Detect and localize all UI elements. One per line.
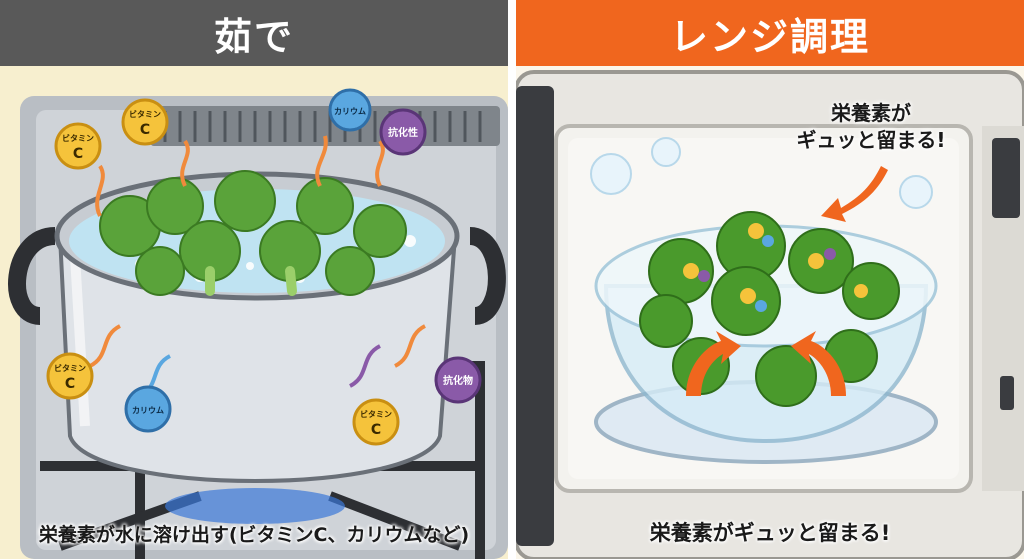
pot-handle-right (468, 227, 506, 325)
vitamin-c-badge: ビタミン C (121, 98, 169, 146)
trapped-nutrients (683, 223, 868, 312)
boiling-illustration: ビタミン C ビタミン C カリウム 抗化性 ビタミン C (8, 88, 508, 559)
microwave-door-edge (516, 86, 554, 546)
callout-line-2: ギュッと留まる! (796, 128, 946, 152)
vitamin-c-badge: ビタミン C (352, 398, 400, 446)
broccoli-florets-boiled (99, 170, 407, 296)
boiling-panel: 茹で (0, 0, 508, 559)
potassium-badge: カリウム (124, 385, 172, 433)
microwave-illustration (516, 70, 1024, 559)
svg-text:抗化物: 抗化物 (443, 374, 473, 387)
callout-arrow (821, 166, 888, 222)
potassium-badge: カリウム (328, 88, 372, 132)
svg-text:抗化性: 抗化性 (388, 126, 418, 139)
vitamin-c-badge: ビタミン C (54, 122, 102, 170)
antioxidant-badge: 抗化物 (434, 356, 482, 404)
boiling-title: 茹で (0, 0, 508, 66)
svg-text:C: C (371, 422, 381, 438)
circulation-arrows (686, 331, 846, 396)
steam-bubbles (590, 137, 933, 209)
svg-text:ビタミン: ビタミン (360, 409, 392, 419)
microwave-caption: 栄養素がギュッと留まる! (649, 521, 891, 545)
broccoli-stems-boiled (205, 266, 297, 296)
microwave-door-button (1000, 376, 1014, 410)
microwave-panel: レンジ調理 (516, 0, 1024, 559)
svg-text:C: C (140, 122, 150, 138)
microwave-title: レンジ調理 (516, 0, 1024, 66)
svg-text:カリウム: カリウム (334, 107, 366, 116)
antioxidant-badge: 抗化性 (379, 108, 427, 156)
callout-line-1: 栄養素が (831, 101, 911, 125)
svg-text:ビタミン: ビタミン (62, 133, 94, 143)
svg-text:C: C (65, 376, 75, 392)
panel-divider (508, 0, 516, 559)
svg-text:ビタミン: ビタミン (54, 363, 86, 373)
pot-handle-left (8, 227, 57, 325)
svg-text:カリウム: カリウム (132, 406, 164, 415)
broccoli-florets-microwaved (639, 211, 900, 407)
steam-arrows-up (95, 135, 385, 217)
microwave-display (992, 138, 1020, 218)
svg-text:C: C (73, 146, 83, 162)
boiling-caption: 栄養素が水に溶け出す(ビタミンC、カリウムなど) (38, 524, 470, 546)
burner-flame (165, 488, 345, 524)
retention-callout: 栄養素が ギュッと留まる! (761, 100, 981, 154)
svg-text:ビタミン: ビタミン (129, 109, 161, 119)
vitamin-c-badge: ビタミン C (46, 352, 94, 400)
